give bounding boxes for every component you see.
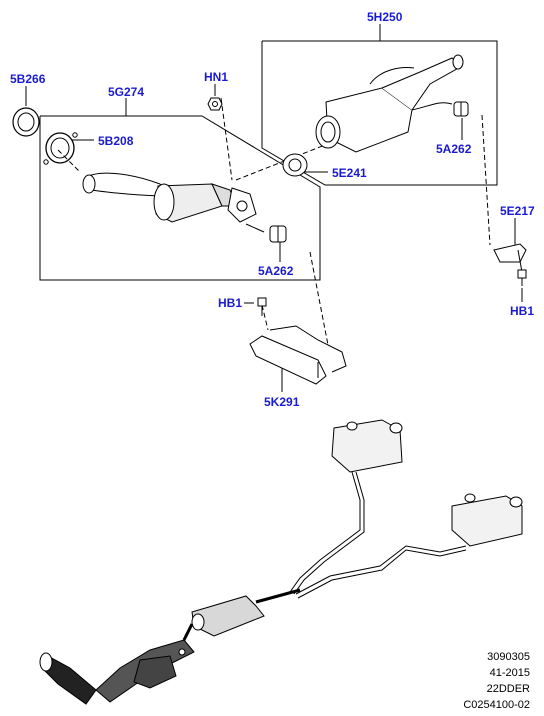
group-box-5g274 — [39, 115, 321, 281]
callout-5b266[interactable]: 5B266 — [10, 72, 46, 86]
bracket-5e217 — [493, 243, 527, 273]
rubber-mount-5a262-lower — [269, 225, 287, 243]
reference-line-4: C0254100-02 — [463, 699, 530, 711]
callout-hb1-left[interactable]: HB1 — [218, 296, 243, 310]
clamp-5b208 — [43, 132, 78, 165]
callout-5k291[interactable]: 5K291 — [264, 395, 300, 409]
rubber-mount-5a262-upper — [453, 101, 469, 117]
bolt-hb1-left — [257, 297, 267, 316]
gasket-5e241 — [282, 153, 308, 177]
callout-5e241[interactable]: 5E241 — [332, 166, 367, 180]
reference-line-3: 22DDER — [486, 683, 530, 695]
callout-5e217[interactable]: 5E217 — [500, 204, 535, 218]
callout-5a262-lower[interactable]: 5A262 — [258, 264, 294, 278]
reference-line-2: 41-2015 — [489, 667, 530, 679]
heat-shield-5k291 — [249, 325, 347, 385]
callout-hb1-right[interactable]: HB1 — [510, 304, 535, 318]
callout-5h250[interactable]: 5H250 — [367, 10, 403, 24]
reference-line-1: 3090305 — [487, 651, 530, 663]
callout-5a262-upper[interactable]: 5A262 — [436, 142, 472, 156]
callout-hn1[interactable]: HN1 — [204, 70, 229, 84]
reference-info: 3090305 41-2015 22DDER C0254100-02 — [463, 649, 530, 713]
complete-exhaust-system — [39, 419, 523, 705]
gasket-ring-5b266 — [12, 107, 40, 137]
particulate-filter-5h250 — [315, 54, 464, 153]
callout-5g274[interactable]: 5G274 — [108, 85, 145, 99]
bolt-hb1-right — [517, 269, 527, 286]
nut-hn1 — [207, 97, 223, 111]
callout-5b208[interactable]: 5B208 — [98, 134, 134, 148]
group-box-5h250 — [261, 40, 498, 186]
front-pipe-catalyst-5g274 — [82, 172, 265, 233]
